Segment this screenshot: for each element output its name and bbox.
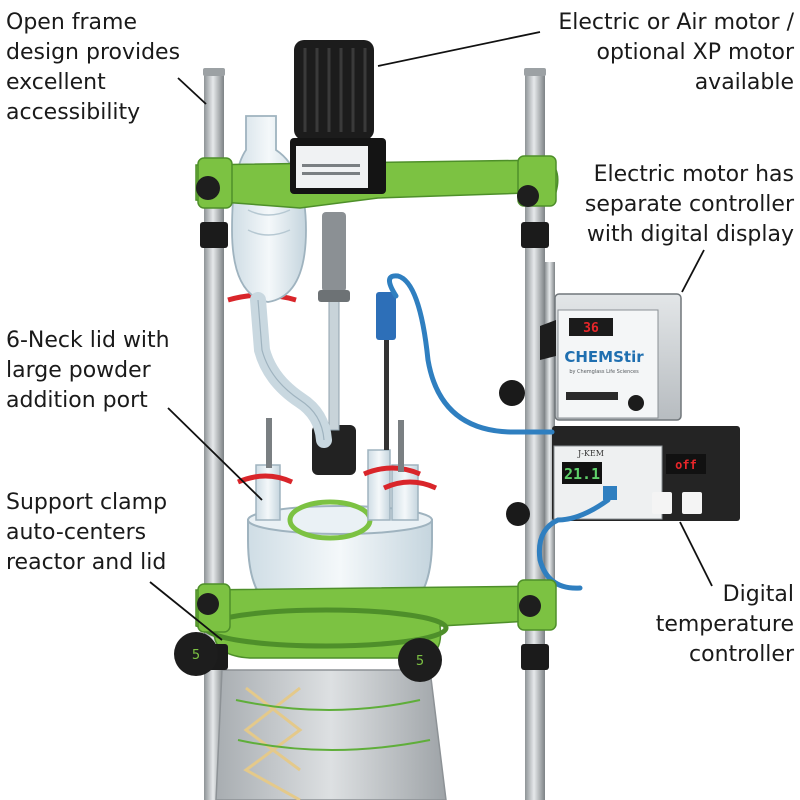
callout-open-frame: Open frame design provides excellent acc… xyxy=(6,10,181,125)
callout-temperature-controller: Digital temperature controller xyxy=(655,582,794,667)
upper-black-sleeve-left xyxy=(200,222,228,248)
temp-display-bg xyxy=(562,462,602,484)
lower-frame-ring xyxy=(195,585,556,659)
callout-motor: Electric or Air motor / optional XP moto… xyxy=(558,10,794,95)
stir-brand-sub: by Chemglass Life Sciences xyxy=(569,369,639,375)
motor-fins xyxy=(303,48,367,132)
temp-display2-bg xyxy=(666,454,706,474)
shaft-coupling xyxy=(322,212,346,292)
probe-connector xyxy=(376,292,396,340)
controller-mount-rod xyxy=(545,262,555,582)
leader-temp xyxy=(679,521,713,587)
probe-right xyxy=(398,420,404,472)
probe-cable-upper xyxy=(387,273,555,435)
stir-speed-knob xyxy=(628,395,644,411)
lower-black-sleeve-right xyxy=(521,644,549,670)
upper-knob-left xyxy=(196,176,220,200)
heating-mantle xyxy=(215,669,447,800)
stir-display: 36 xyxy=(583,321,599,336)
leader-lid xyxy=(167,407,263,501)
upper-black-sleeve-right xyxy=(521,222,549,248)
callout-leaders xyxy=(149,31,713,641)
motor-label-lines xyxy=(302,164,360,167)
clamp-knob-right-number: 5 xyxy=(416,654,424,669)
leader-clamp xyxy=(149,581,223,641)
upper-knob-right xyxy=(517,185,539,207)
temp-probe-port xyxy=(603,486,617,500)
stir-shaft xyxy=(328,299,340,431)
clamp-knob-right xyxy=(398,638,442,682)
callout-lid: 6-Neck lid with large powder addition po… xyxy=(6,328,170,413)
lid-neck-left xyxy=(255,464,281,521)
callout-motor-controller: Electric motor has separate controller w… xyxy=(584,162,794,247)
clamp-knob-left xyxy=(174,632,218,676)
stir-buttons xyxy=(566,392,618,400)
stir-mount-bracket xyxy=(540,320,556,360)
temp-display: 21.1 xyxy=(564,465,600,483)
motor-label-lines-2 xyxy=(302,172,360,175)
lower-knob-right-small xyxy=(519,595,541,617)
left-rod-cap xyxy=(203,68,225,76)
mantle-green-wire xyxy=(235,699,431,751)
probe-mid xyxy=(384,340,389,450)
stir-mount-knob xyxy=(499,380,525,406)
temp-mount-knob xyxy=(506,502,530,526)
lower-knob-left-small xyxy=(197,593,219,615)
callout-support-clamp: Support clamp auto-centers reactor and l… xyxy=(6,490,168,575)
temp-outlet-right xyxy=(682,492,702,514)
condenser-tube-edge xyxy=(257,299,325,441)
mantle-lacing xyxy=(243,686,303,800)
right-rod-cap xyxy=(524,68,546,76)
temp-display2: off xyxy=(675,458,697,472)
stir-brand: CHEMStir xyxy=(564,348,644,366)
stir-display-bg xyxy=(569,318,613,336)
probe-left xyxy=(266,418,272,468)
clamp-knob-left-number: 5 xyxy=(192,648,200,663)
leader-open-frame xyxy=(177,77,207,105)
temp-brand: J-KEM xyxy=(577,449,604,458)
temp-outlet-left xyxy=(652,492,672,514)
leader-motor xyxy=(377,31,541,67)
coupling-clamp xyxy=(318,290,350,302)
leader-controller xyxy=(681,249,705,293)
